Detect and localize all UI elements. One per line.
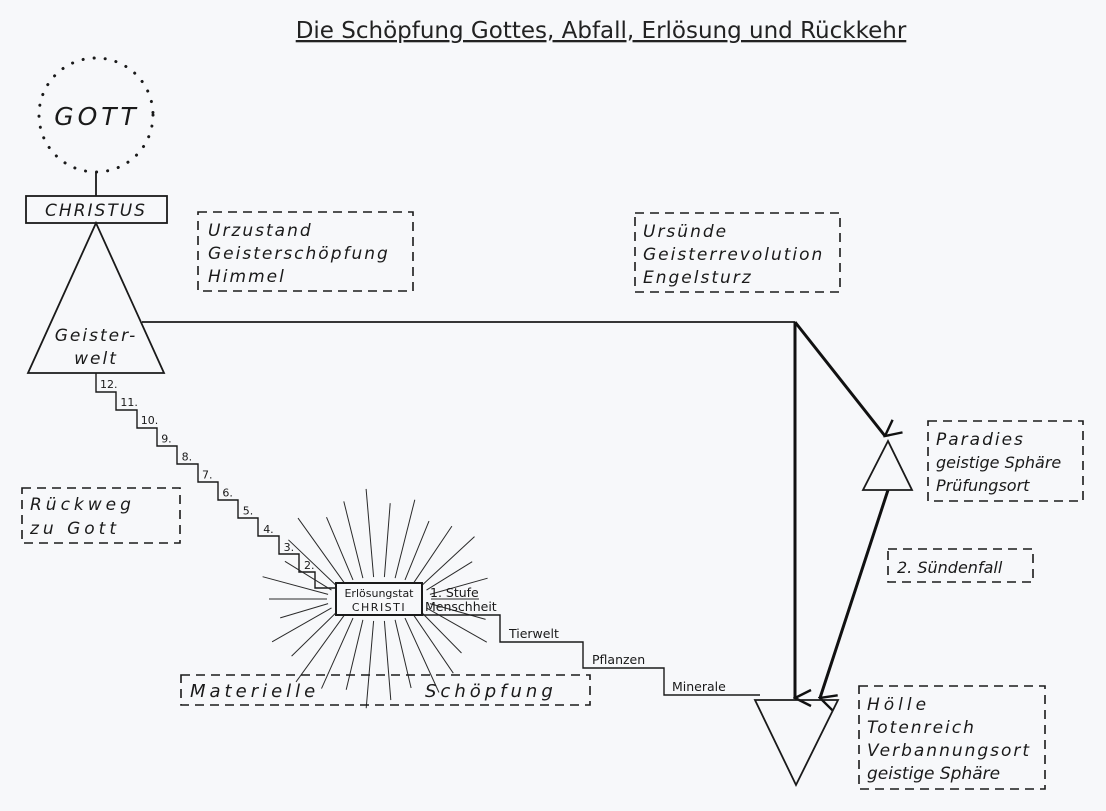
- gott-label: GOTT: [54, 102, 140, 131]
- stufe-line1: 1. Stufe: [430, 585, 479, 600]
- urzustand-line3: Himmel: [208, 267, 286, 287]
- fall-arrow-hoelle: [820, 489, 890, 698]
- urzustand-line1: Urzustand: [208, 221, 313, 241]
- step-label: 9.: [161, 432, 172, 445]
- ray-line: [426, 561, 473, 591]
- hoelle-triangle: [753, 699, 840, 788]
- hoelle-box: Hölle Totenreich Verbannungsort geistige…: [858, 685, 1046, 790]
- hoelle-line3: Verbannungsort: [867, 741, 1031, 761]
- erloesung-line2: CHRISTI: [352, 601, 406, 614]
- hoelle-line1: Hölle: [867, 695, 930, 715]
- ray-line: [288, 539, 338, 587]
- diagram-title: Die Schöpfung Gottes, Abfall, Erlösung u…: [296, 18, 907, 44]
- rueckweg-box: Rückweg zu Gott: [21, 487, 181, 544]
- urzustand-border: [197, 211, 414, 292]
- paradies-line1: Paradies: [936, 430, 1025, 450]
- step-label: 8.: [182, 450, 193, 463]
- ray-line: [426, 607, 488, 643]
- ray-line: [291, 611, 338, 657]
- geisterwelt-node: Geister- welt: [26, 220, 166, 374]
- ursuende-border: [634, 212, 841, 293]
- rueckweg-border: [21, 487, 181, 544]
- fall-arrow-paradies: [793, 321, 885, 436]
- christus-node: CHRISTUS: [25, 195, 168, 224]
- materielle-word1: Materielle: [190, 681, 319, 702]
- step-label: 7.: [202, 469, 213, 482]
- hoelle-border: [858, 685, 1046, 790]
- step-label: 11.: [120, 396, 137, 409]
- geisterwelt-line1: Geister-: [55, 326, 138, 346]
- geisterwelt-line2: welt: [74, 349, 118, 369]
- erloesung-line1: Erlösungstat: [344, 587, 414, 600]
- ray-line: [280, 603, 329, 619]
- rueckweg-line2: zu Gott: [29, 519, 120, 539]
- ray-line: [321, 617, 354, 689]
- tierwelt-label: Tierwelt: [508, 626, 559, 641]
- pflanzen-label: Pflanzen: [592, 652, 645, 667]
- ray-line: [365, 488, 375, 578]
- urzustand-line2: Geisterschöpfung: [208, 244, 390, 264]
- ray-line: [404, 617, 440, 693]
- return-staircase: [95, 373, 336, 589]
- ray-line: [271, 607, 332, 643]
- step-label: 6.: [222, 487, 233, 500]
- ray-line: [413, 525, 453, 583]
- ray-line: [297, 517, 345, 583]
- ray-line: [404, 520, 430, 581]
- ray-line: [429, 577, 488, 595]
- ray-line: [420, 611, 462, 654]
- step-label: 3.: [284, 541, 295, 554]
- erloesung-rays: [262, 488, 488, 709]
- ray-line: [345, 619, 364, 690]
- ray-line: [413, 615, 454, 674]
- ursuende-line1: Ursünde: [643, 222, 728, 242]
- ursuende-line3: Engelsturz: [643, 268, 753, 288]
- ray-line: [383, 620, 392, 701]
- erloesung-node: Erlösungstat CHRISTI: [335, 582, 423, 616]
- ray-line: [326, 517, 354, 581]
- paradies-triangle: [861, 438, 914, 491]
- paradies-box: Paradies geistige Sphäre Prüfungsort: [927, 420, 1084, 502]
- ray-line: [420, 536, 475, 587]
- ray-line: [429, 603, 486, 620]
- minerale-label: Minerale: [672, 679, 726, 694]
- stufe-line2: Menschheit: [425, 599, 497, 614]
- erloesung-box: [335, 582, 423, 616]
- hoelle-line2: Totenreich: [867, 718, 976, 738]
- ursuende-line2: Geisterrevolution: [643, 245, 824, 265]
- ray-line: [343, 501, 364, 579]
- gott-node: GOTT: [37, 56, 155, 174]
- rueckweg-line1: Rückweg: [30, 495, 135, 515]
- urzustand-box: Urzustand Geisterschöpfung Himmel: [197, 211, 414, 292]
- suendenfall-box: 2. Sündenfall: [887, 548, 1034, 583]
- ray-line: [394, 499, 416, 579]
- materielle-border: [180, 674, 591, 706]
- ursuende-box: Ursünde Geisterrevolution Engelsturz: [634, 212, 841, 293]
- hoelle-line4: geistige Sphäre: [867, 764, 1000, 784]
- ray-line: [365, 620, 375, 709]
- step-label: 12.: [100, 378, 118, 391]
- ray-line: [284, 560, 332, 591]
- paradies-line2: geistige Sphäre: [936, 453, 1061, 472]
- paradies-line3: Prüfungsort: [936, 476, 1030, 495]
- step-label: 4.: [263, 523, 274, 536]
- materielle-box: Materielle Schöpfung: [180, 674, 591, 706]
- ray-line: [262, 576, 329, 595]
- creation-staircase: [422, 614, 760, 696]
- suendenfall-label: 2. Sündenfall: [897, 558, 1003, 577]
- materielle-word2: Schöpfung: [425, 681, 557, 702]
- step-label: 10.: [141, 414, 159, 427]
- paradies-border: [927, 420, 1084, 502]
- ray-line: [394, 619, 412, 689]
- step-labels: 12.11. 10.9. 8. 7. 6. 5. 4. 3. 2.: [100, 378, 315, 572]
- step-label: 2.: [304, 559, 315, 572]
- ray-line: [383, 503, 391, 578]
- christus-label: CHRISTUS: [45, 201, 147, 221]
- step-label: 5.: [243, 505, 254, 518]
- ray-line: [295, 615, 345, 683]
